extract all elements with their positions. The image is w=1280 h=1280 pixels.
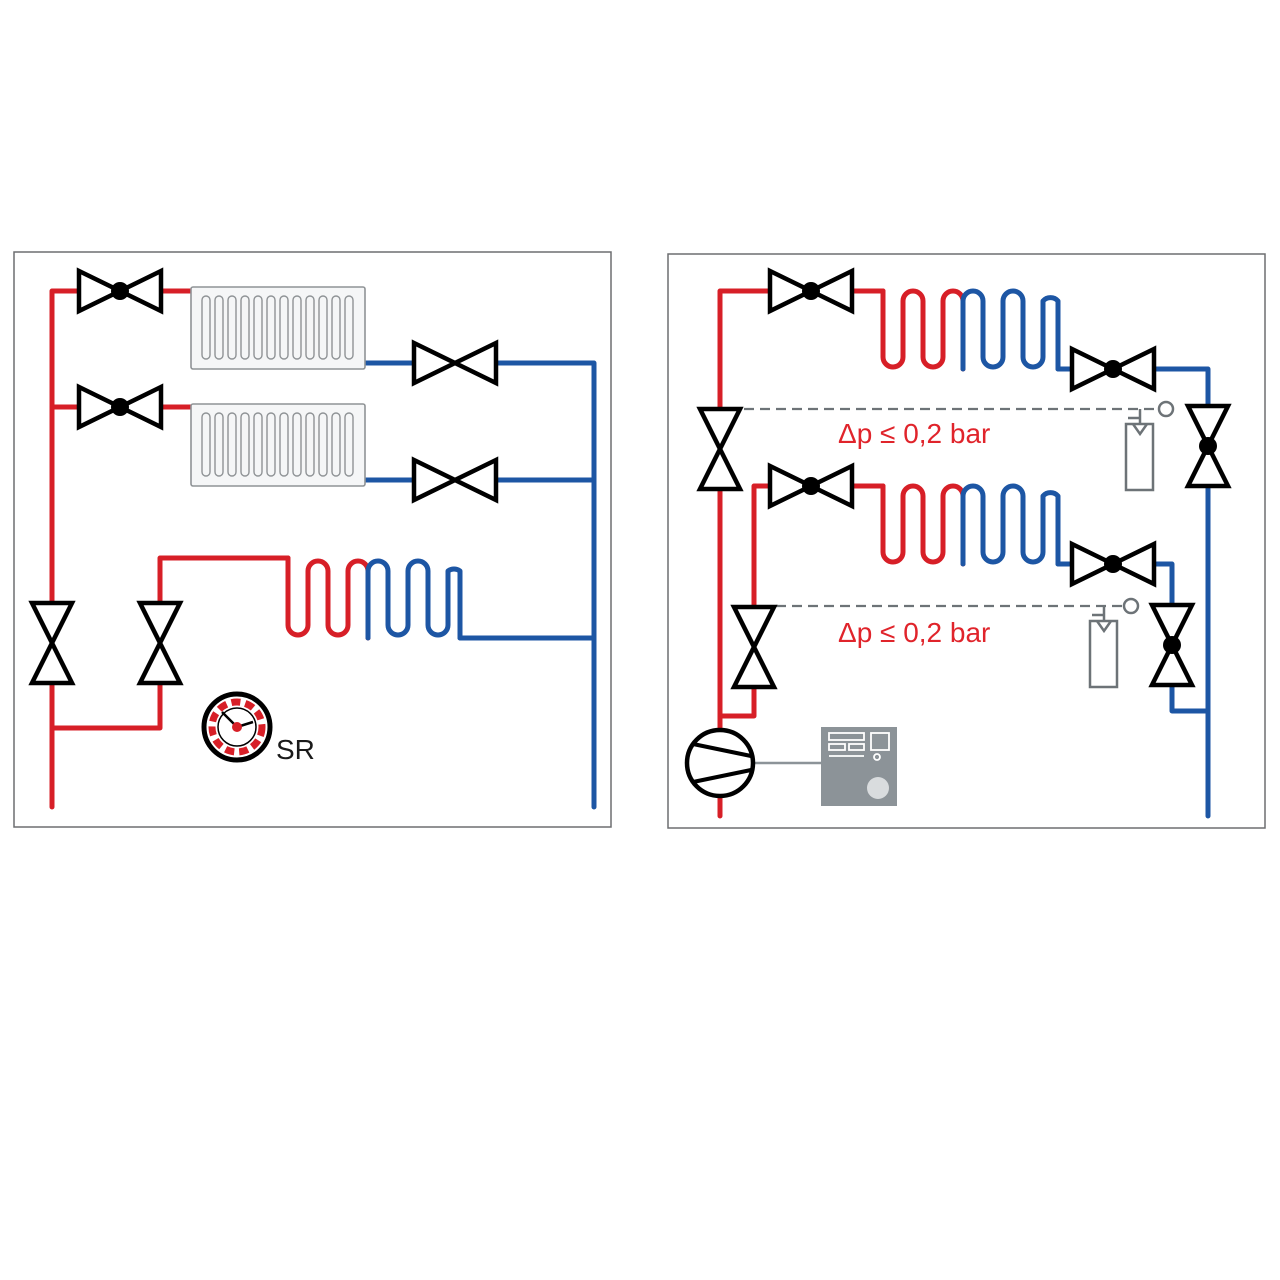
right-panel-frame xyxy=(667,253,1266,829)
left-floor-heating-coil xyxy=(285,555,463,641)
right-floor-coil-upper xyxy=(880,288,1061,372)
dp-lines xyxy=(744,407,1161,608)
loop-1-dp-label: Δp ≤ 0,2 bar xyxy=(838,418,990,449)
radiator-upper xyxy=(190,286,366,370)
controller-unit xyxy=(821,727,897,806)
room-regulator-label: SR xyxy=(276,734,315,765)
circulation-pump xyxy=(684,727,821,799)
room-regulator: SR xyxy=(201,691,315,765)
dp-regulator-upper xyxy=(1124,400,1175,492)
left-return-piping xyxy=(362,360,597,810)
loop-2-dp-label: Δp ≤ 0,2 bar xyxy=(838,617,990,648)
dp-regulator-lower xyxy=(1088,597,1140,689)
right-floor-coil-lower xyxy=(880,483,1061,567)
right-supply-piping xyxy=(717,288,886,819)
radiator-lower xyxy=(190,403,366,487)
